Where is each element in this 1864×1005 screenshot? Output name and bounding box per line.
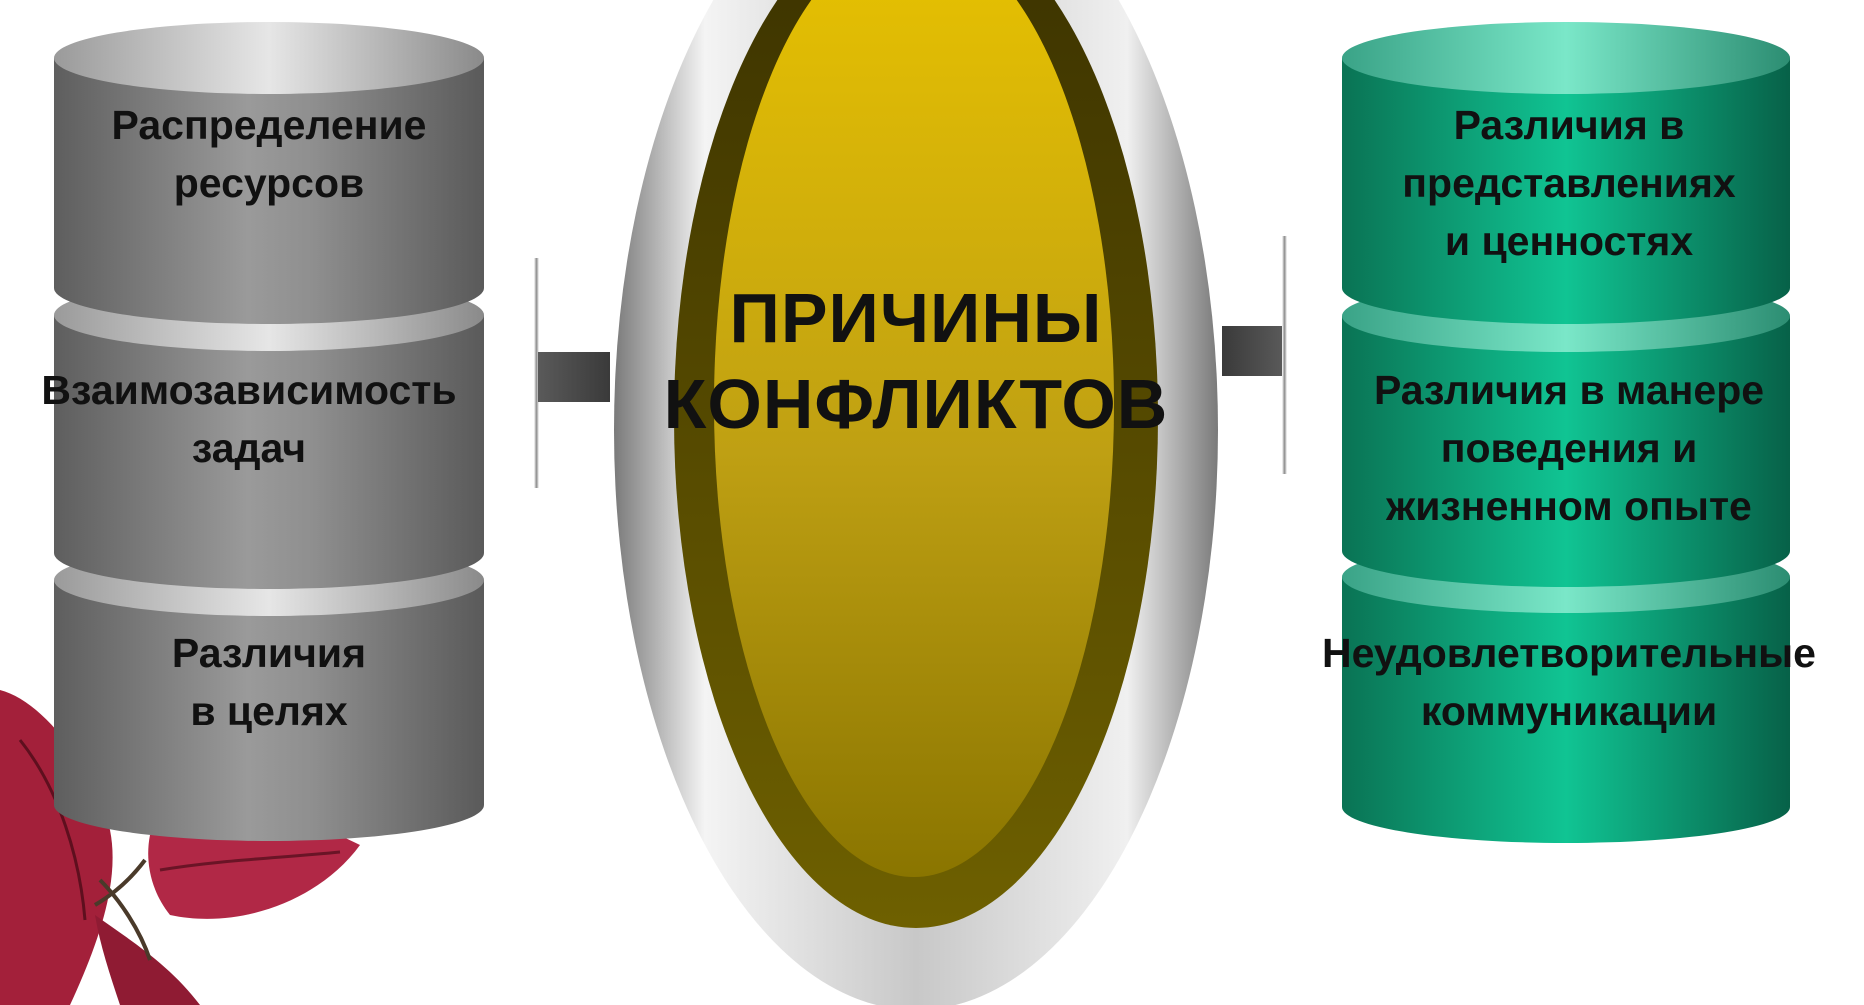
center-title-line1: ПРИЧИНЫ [729,279,1103,357]
right-cylinder-3 [1342,541,1790,843]
right-item-2-line2: поведения и [1440,425,1698,471]
left-item-2-line2: задач [191,425,307,471]
right-item-1-line2: представлениях [1402,160,1736,206]
left-item-1-label: Распределение ресурсов [24,96,514,212]
right-item-3-line1: Неудовлетворительные [1322,630,1816,676]
left-item-2-line1: Взаимозависимость [41,367,457,413]
left-cylinder-2 [54,279,484,589]
center-title-line2: КОНФЛИКТОВ [663,365,1169,443]
right-connector [1222,236,1287,474]
right-item-3-line2: коммуникации [1420,688,1718,734]
right-item-2-line3: жизненном опыте [1386,483,1752,529]
right-item-3-label: Неудовлетворительные коммуникации [1284,624,1854,740]
right-item-1-line1: Различия в [1453,102,1685,148]
left-item-3-line2: в целях [190,688,348,734]
center-title: ПРИЧИНЫ КОНФЛИКТОВ [616,275,1216,447]
left-item-2-label: Взаимозависимость задач [4,361,494,477]
right-cylinder-stack [1342,22,1790,843]
left-item-3-label: Различия в целях [24,624,514,740]
left-item-3-line1: Различия [171,630,367,676]
center-oval [614,0,1218,1005]
right-cylinder-1 [1342,22,1790,324]
left-cylinder-stack [54,22,484,841]
left-item-1-line1: Распределение [111,102,427,148]
right-item-2-label: Различия в манере поведения и жизненном … [1324,361,1814,535]
left-item-1-line2: ресурсов [173,160,365,206]
right-item-2-line1: Различия в манере [1373,367,1765,413]
right-item-1-line3: и ценностях [1444,218,1694,264]
left-cylinder-1 [54,22,484,324]
right-item-1-label: Различия в представлениях и ценностях [1324,96,1814,270]
left-connector [534,258,610,488]
